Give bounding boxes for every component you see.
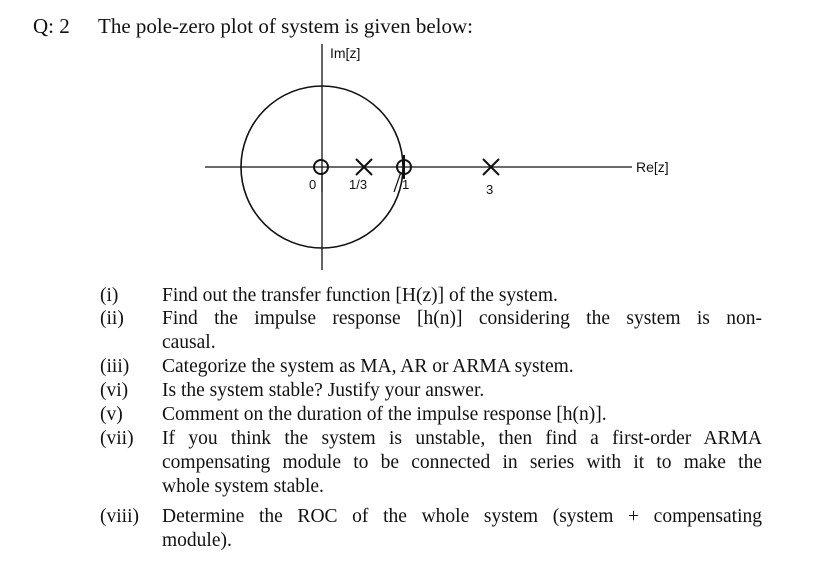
item-text: Find out the transfer function [H(z)] of…: [162, 285, 558, 306]
item-number: (vii): [100, 428, 134, 449]
item-text: Categorize the system as MA, AR or ARMA …: [162, 356, 574, 377]
tick-label-1: 1: [402, 177, 409, 192]
question-title: The pole-zero plot of system is given be…: [98, 14, 473, 38]
item-text: Is the system stable? Justify your answe…: [162, 380, 485, 401]
pole-marker-3: [482, 158, 500, 176]
item-text: Comment on the duration of the impulse r…: [162, 404, 607, 425]
item-number: (iii): [100, 356, 130, 377]
tick-label-one-third: 1/3: [349, 177, 367, 192]
item-number: (viii): [100, 506, 139, 527]
zero-marker-0: [313, 159, 329, 175]
item-text: Find the impulse response [h(n)] conside…: [162, 308, 762, 329]
pole-marker-one-third: [355, 158, 373, 176]
tick-label-0: 0: [309, 177, 316, 192]
re-axis-label: Re[z]: [636, 159, 669, 175]
item-text: Determine the ROC of the whole system (s…: [162, 506, 762, 527]
zero-marker-1: [396, 155, 412, 179]
item-text: causal.: [162, 332, 216, 353]
item-number: (v): [100, 404, 123, 425]
pole-zero-plot: Im[z] Re[z] 0 1/3 1 3: [205, 44, 669, 270]
tick-mark-1: [393, 171, 402, 193]
item-text: compensating module to be connected in s…: [162, 452, 762, 473]
item-number: (vi): [100, 380, 129, 401]
item-text: whole system stable.: [162, 476, 324, 497]
item-text: module).: [162, 530, 232, 551]
tick-label-3: 3: [486, 182, 493, 197]
item-number: (i): [100, 285, 119, 306]
item-number: (ii): [100, 308, 124, 329]
question-number: Q: 2: [33, 14, 70, 38]
im-axis-label: Im[z]: [330, 45, 360, 61]
item-text: If you think the system is unstable, the…: [162, 428, 762, 449]
